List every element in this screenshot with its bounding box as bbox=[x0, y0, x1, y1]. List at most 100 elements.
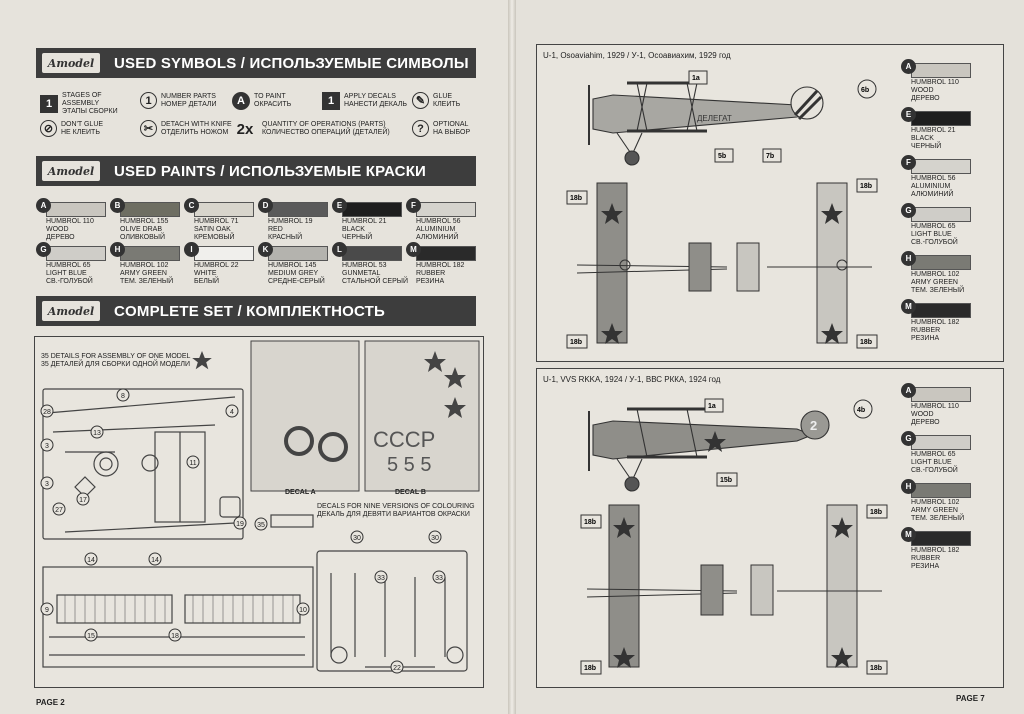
paint-brush-icon: H bbox=[110, 242, 125, 257]
paint-color-box bbox=[911, 207, 971, 222]
symbol-en: OPTIONAL bbox=[433, 120, 469, 128]
amodel-logo: Amodel bbox=[42, 161, 100, 181]
paint-color-box bbox=[342, 202, 402, 217]
paint-name-ru: КРАСНЫЙ bbox=[268, 234, 303, 241]
no-glue-icon: ⊘ bbox=[40, 120, 57, 137]
paint-name-en: LIGHT BLUE bbox=[911, 459, 952, 466]
paint-brush-icon: H bbox=[901, 251, 916, 266]
paint-name-ru: РЕЗИНА bbox=[911, 335, 940, 342]
paint-name-en: ARMY GREEN bbox=[911, 507, 958, 514]
paint-color-box bbox=[416, 202, 476, 217]
set-header-bar: Amodel COMPLETE SET / КОМПЛЕКТНОСТЬ bbox=[36, 296, 476, 326]
paint-code: HUMBROL 102 bbox=[120, 262, 169, 269]
symbol-ru: КЛЕИТЬ bbox=[433, 100, 461, 108]
paint-code: HUMBROL 110 bbox=[911, 79, 959, 86]
symbol-ru: КОЛИЧЕСТВО ОПЕРАЦИЙ (ДЕТАЛЕЙ) bbox=[262, 129, 390, 136]
svg-text:15: 15 bbox=[87, 633, 95, 640]
svg-text:3: 3 bbox=[45, 481, 49, 488]
sprue-drawing: CCCP 5 5 5 8 28 4 13 3 11 3 17 27 19 14 … bbox=[40, 340, 480, 674]
paint-code: HUMBROL 102 bbox=[911, 271, 960, 278]
paint-name-en: WHITE bbox=[194, 270, 217, 277]
paint-code: HUMBROL 110 bbox=[911, 403, 959, 410]
paint-color-box bbox=[911, 111, 971, 126]
symbol-en: DON'T GLUE bbox=[61, 120, 104, 128]
paint-brush-icon: A bbox=[901, 59, 916, 74]
paint-brush-icon: I bbox=[184, 242, 199, 257]
svg-text:22: 22 bbox=[393, 665, 401, 672]
paint-code: HUMBROL 102 bbox=[911, 499, 960, 506]
svg-text:5 5 5: 5 5 5 bbox=[387, 454, 431, 476]
scheme1-frame: U-1, Osoaviahim, 1929 / У-1, Осоавиахим,… bbox=[536, 44, 1004, 362]
svg-text:13: 13 bbox=[93, 430, 101, 437]
symbol-en: NUMBER PARTS bbox=[161, 92, 216, 100]
scheme1-caption: U-1, Osoaviahim, 1929 / У-1, Осоавиахим,… bbox=[543, 51, 731, 60]
paint-color-box bbox=[911, 303, 971, 318]
symbol-en: DETACH WITH KNIFE bbox=[161, 120, 232, 128]
paint-brush-icon: M bbox=[406, 242, 421, 257]
paint-brush-icon: B bbox=[110, 198, 125, 213]
svg-text:17: 17 bbox=[79, 497, 87, 504]
paint-color-box bbox=[46, 246, 106, 261]
paint-name-en: RUBBER bbox=[416, 270, 446, 277]
quantity-icon: 2x bbox=[236, 120, 254, 138]
symbol-ru: ОКРАСИТЬ bbox=[254, 101, 292, 108]
paint-color-box bbox=[911, 159, 971, 174]
paint-name-en: BLACK bbox=[342, 226, 365, 233]
symbol-en: QUANTITY OF OPERATIONS (PARTS) bbox=[262, 121, 386, 128]
svg-text:30: 30 bbox=[353, 535, 361, 542]
symbol-ru: НА ВЫБОР bbox=[433, 128, 471, 136]
paint-name-en: WOOD bbox=[46, 226, 69, 233]
svg-text:14: 14 bbox=[151, 557, 159, 564]
set-header: COMPLETE SET / КОМПЛЕКТНОСТЬ bbox=[114, 302, 386, 320]
paint-code: HUMBROL 56 bbox=[911, 175, 956, 182]
paint-name-ru: ОЛИВКОВЫЙ bbox=[120, 234, 166, 241]
scheme2-callout-1a: 1a bbox=[708, 403, 716, 410]
symbols-header: USED SYMBOLS / ИСПОЛЬЗУЕМЫЕ СИМВОЛЫ bbox=[114, 54, 469, 72]
left-page: Amodel USED SYMBOLS / ИСПОЛЬЗУЕМЫЕ СИМВО… bbox=[0, 0, 508, 714]
paint-name-en: RUBBER bbox=[911, 327, 941, 334]
decals-ru: ДЕКАЛЬ ДЛЯ ДЕВЯТИ ВАРИАНТОВ ОКРАСКИ bbox=[317, 511, 470, 518]
scheme2-drawing: 2 1a 4b 15b 18b 18b bbox=[580, 398, 888, 675]
symbol-item: 2x QUANTITY OF OPERATIONS (PARTS)КОЛИЧЕСТ… bbox=[232, 120, 412, 138]
symbols-header-bar: Amodel USED SYMBOLS / ИСПОЛЬЗУЕМЫЕ СИМВО… bbox=[36, 48, 476, 78]
details-ru: 35 ДЕТАЛЕЙ ДЛЯ СБОРКИ ОДНОЙ МОДЕЛИ bbox=[41, 361, 190, 368]
paint-name-ru: ДЕРЕВО bbox=[911, 419, 940, 426]
paint-code: HUMBROL 71 bbox=[194, 218, 239, 225]
paint-brush-icon: G bbox=[901, 431, 916, 446]
paint-code: HUMBROL 65 bbox=[911, 451, 956, 458]
complete-set-frame: 35 DETAILS FOR ASSEMBLY OF ONE MODEL 35 … bbox=[34, 336, 484, 688]
page-number-right: PAGE 7 bbox=[956, 694, 985, 703]
paint-name-en: RED bbox=[268, 226, 283, 233]
svg-text:4: 4 bbox=[230, 409, 234, 416]
symbol-en: STAGES OF ASSEMBLY bbox=[62, 92, 102, 107]
right-page: U-1, Osoaviahim, 1929 / У-1, Осоавиахим,… bbox=[516, 0, 1024, 714]
paint-brush-icon: E bbox=[901, 107, 916, 122]
paint-brush-icon: D bbox=[258, 198, 273, 213]
